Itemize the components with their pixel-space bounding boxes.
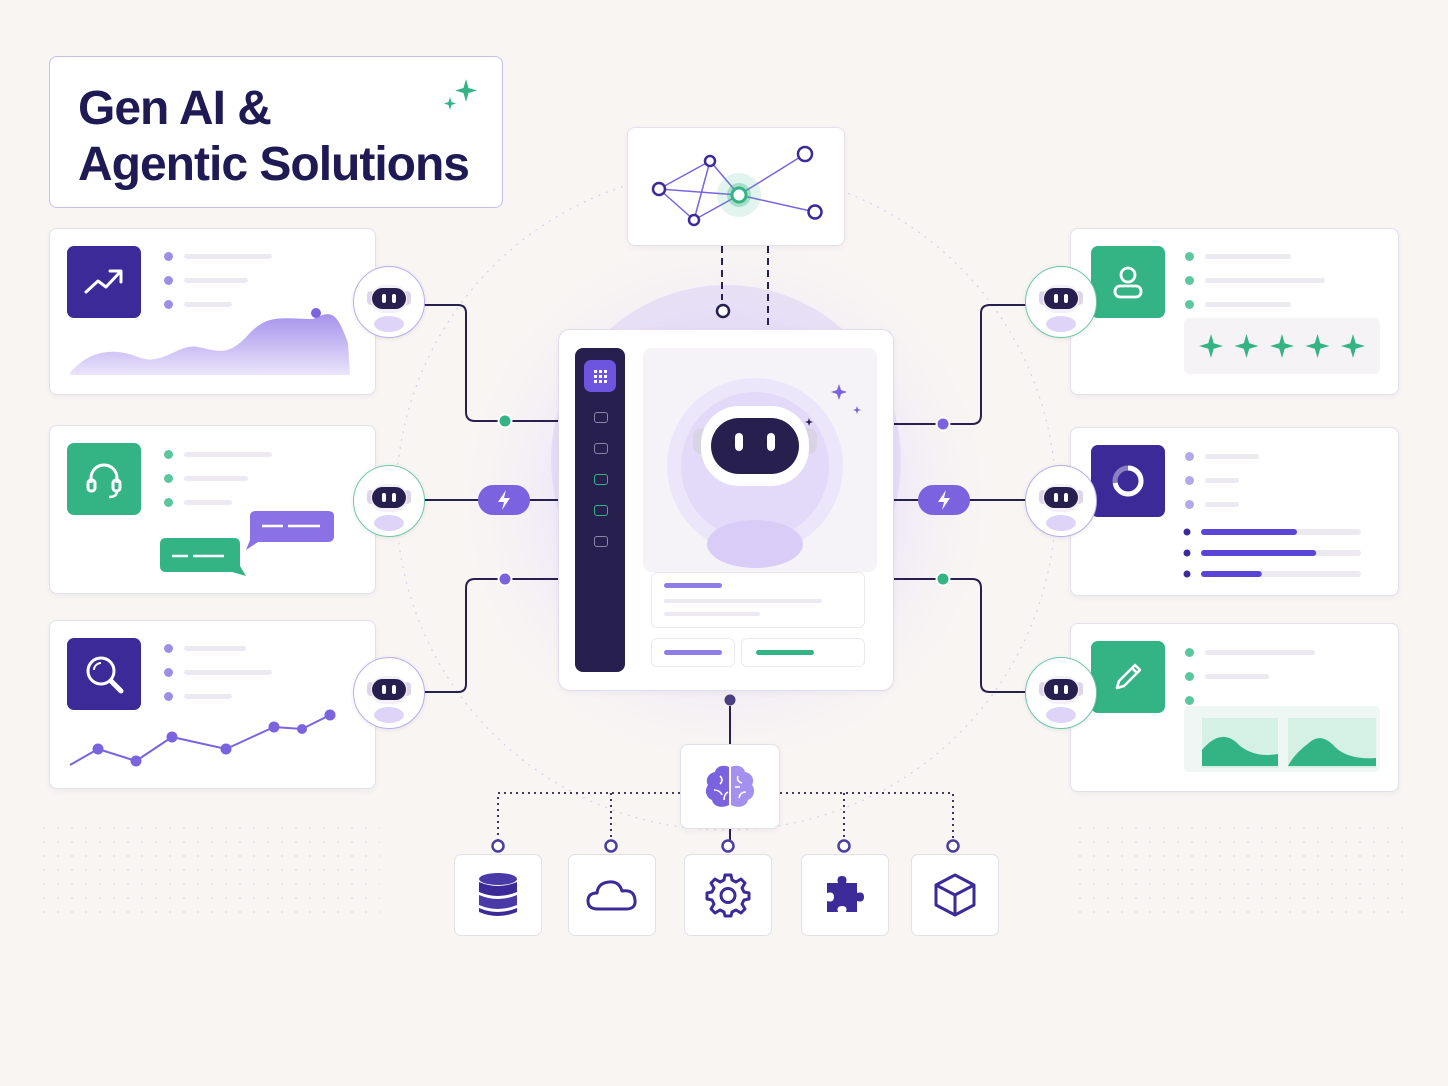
headset-icon — [86, 463, 122, 499]
cloud-icon — [586, 880, 637, 911]
rail-item-3[interactable] — [594, 474, 608, 485]
robot-icon — [1039, 484, 1083, 531]
agent-badge-6[interactable] — [1025, 657, 1097, 729]
headset-tile — [67, 443, 141, 515]
bolt-pill-left — [478, 485, 530, 515]
user-tile — [1091, 246, 1165, 318]
title-line-2: Agentic Solutions — [78, 138, 470, 191]
robot-icon — [367, 484, 411, 531]
rail-item-5[interactable] — [594, 536, 608, 547]
progress-dot — [1183, 570, 1191, 578]
dot-grid-right — [1068, 820, 1408, 920]
card-support[interactable] — [49, 425, 376, 594]
user-icon — [1113, 266, 1143, 299]
chat-bubbles — [160, 511, 334, 576]
gear-icon — [705, 873, 751, 918]
card-metrics[interactable] — [1070, 427, 1399, 596]
network-graph-icon — [651, 145, 823, 227]
donut-chart-icon — [1112, 465, 1144, 497]
progress-fill — [1201, 529, 1297, 535]
primary-action[interactable] — [741, 638, 865, 667]
rating-row — [1184, 318, 1380, 374]
tool-package[interactable] — [911, 854, 999, 936]
lightning-icon — [938, 490, 950, 510]
tool-settings[interactable] — [684, 854, 772, 936]
rail-item-4[interactable] — [594, 505, 608, 516]
progress-dot — [1183, 549, 1191, 557]
robot-icon — [1039, 676, 1083, 723]
progress-fill — [1201, 571, 1262, 577]
brain-hub[interactable] — [680, 744, 780, 829]
card-analytics[interactable] — [49, 228, 376, 395]
card-search[interactable] — [49, 620, 376, 789]
trend-up-tile — [67, 246, 141, 318]
title-line-1: Gen AI & — [78, 82, 272, 135]
magnifier-icon — [86, 656, 124, 694]
card-rating[interactable] — [1070, 228, 1399, 395]
network-card — [627, 127, 845, 246]
lightning-icon — [498, 490, 510, 510]
area-chart — [70, 308, 350, 375]
agent-preview — [643, 348, 877, 572]
progress-bars — [1183, 528, 1361, 578]
agent-badge-5[interactable] — [1025, 465, 1097, 537]
secondary-action[interactable] — [651, 638, 735, 667]
agent-badge-3[interactable] — [353, 657, 425, 729]
agent-badge-1[interactable] — [353, 266, 425, 338]
dot-grid-left — [40, 820, 380, 920]
mini-charts — [1184, 706, 1380, 772]
robot-hero-icon — [667, 378, 861, 568]
rating-star — [1305, 334, 1330, 358]
brain-icon — [705, 765, 755, 807]
five-star-rating — [1199, 334, 1365, 358]
robot-icon — [367, 676, 411, 723]
magnifier-tile — [67, 638, 141, 710]
progress-fill — [1201, 550, 1317, 556]
rail-item-2[interactable] — [594, 443, 608, 454]
database-icon — [479, 873, 517, 916]
tool-plugin[interactable] — [801, 854, 889, 936]
side-rail — [575, 348, 625, 672]
title-card: Gen AI & Agentic Solutions — [49, 56, 503, 208]
card-editor[interactable] — [1070, 623, 1399, 792]
puzzle-icon — [827, 876, 864, 912]
rating-star — [1341, 334, 1365, 358]
agent-badge-2[interactable] — [353, 465, 425, 537]
rating-star — [1234, 334, 1259, 358]
central-agent-panel[interactable] — [558, 329, 894, 691]
line-chart — [69, 709, 336, 767]
tool-database[interactable] — [454, 854, 542, 936]
agent-badge-4[interactable] — [1025, 266, 1097, 338]
rail-item-1[interactable] — [594, 412, 608, 423]
rating-star — [1199, 334, 1223, 358]
progress-dot — [1183, 528, 1191, 536]
pencil-icon — [1115, 663, 1142, 690]
bolt-pill-right — [918, 485, 970, 515]
cube-icon — [934, 873, 976, 917]
robot-icon — [1039, 285, 1083, 332]
trend-up-icon — [84, 269, 123, 294]
pencil-tile — [1091, 641, 1165, 713]
donut-tile — [1091, 445, 1165, 517]
robot-icon — [367, 285, 411, 332]
sparkle-icon — [444, 79, 477, 110]
info-box — [651, 572, 865, 628]
apps-grid-icon[interactable] — [584, 360, 616, 392]
tool-cloud[interactable] — [568, 854, 656, 936]
rating-star — [1270, 334, 1294, 358]
